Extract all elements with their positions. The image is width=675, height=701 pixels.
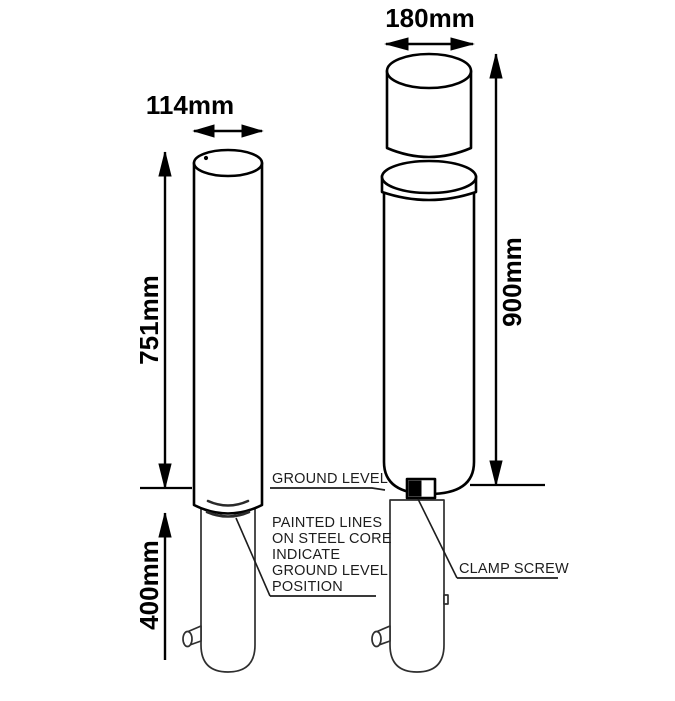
dimension-180mm: 180mm — [384, 3, 475, 51]
dimension-751mm: 751mm — [134, 151, 172, 489]
dimension-114mm-label: 114mm — [146, 90, 234, 120]
painted-lines-label-4: GROUND LEVEL — [272, 563, 388, 579]
dimension-751mm-label: 751mm — [134, 275, 164, 365]
painted-lines-label-5: POSITION — [272, 579, 343, 595]
ground-level-label: GROUND LEVEL — [272, 471, 388, 487]
right-bollard-sleeve-body — [382, 189, 476, 496]
right-bollard-top-cap — [385, 52, 473, 159]
painted-lines-label-3: INDICATE — [272, 547, 340, 563]
right-bollard-core-side-mark — [443, 594, 449, 605]
left-bollard-below-ground-core — [200, 486, 256, 673]
left-bollard-top-detail-dot — [203, 155, 209, 161]
clamp-screw-detail — [405, 477, 437, 500]
dimension-900mm-label: 900mm — [497, 237, 527, 327]
left-bollard-top-rim — [192, 148, 264, 178]
dimension-400mm: 400mm — [134, 512, 172, 660]
clamp-screw-leader — [417, 498, 458, 579]
left-bollard-base-lug — [182, 625, 202, 648]
annotation-clamp-screw: CLAMP SCREW — [417, 498, 569, 579]
painted-lines-leader — [235, 517, 271, 597]
left-bollard-group — [182, 148, 264, 673]
dimension-900mm: 900mm — [489, 53, 527, 486]
annotation-painted-lines: PAINTED LINES ON STEEL CORE INDICATE GRO… — [235, 515, 392, 597]
clamp-screw-label: CLAMP SCREW — [459, 561, 569, 577]
right-bollard-base-lug — [371, 625, 391, 648]
dimension-400mm-label: 400mm — [134, 540, 164, 630]
dimension-180mm-label: 180mm — [385, 3, 475, 33]
annotation-ground-level: GROUND LEVEL — [270, 471, 388, 491]
left-bollard-body — [192, 161, 264, 515]
right-bollard-collar — [380, 159, 478, 202]
dimension-114mm: 114mm — [146, 90, 264, 138]
painted-lines-label-1: PAINTED LINES — [272, 515, 382, 531]
right-bollard-group — [371, 52, 478, 673]
right-bollard-below-ground-core — [389, 499, 445, 673]
left-bollard-painted-lines — [205, 499, 251, 518]
painted-lines-label-2: ON STEEL CORE — [272, 531, 392, 547]
